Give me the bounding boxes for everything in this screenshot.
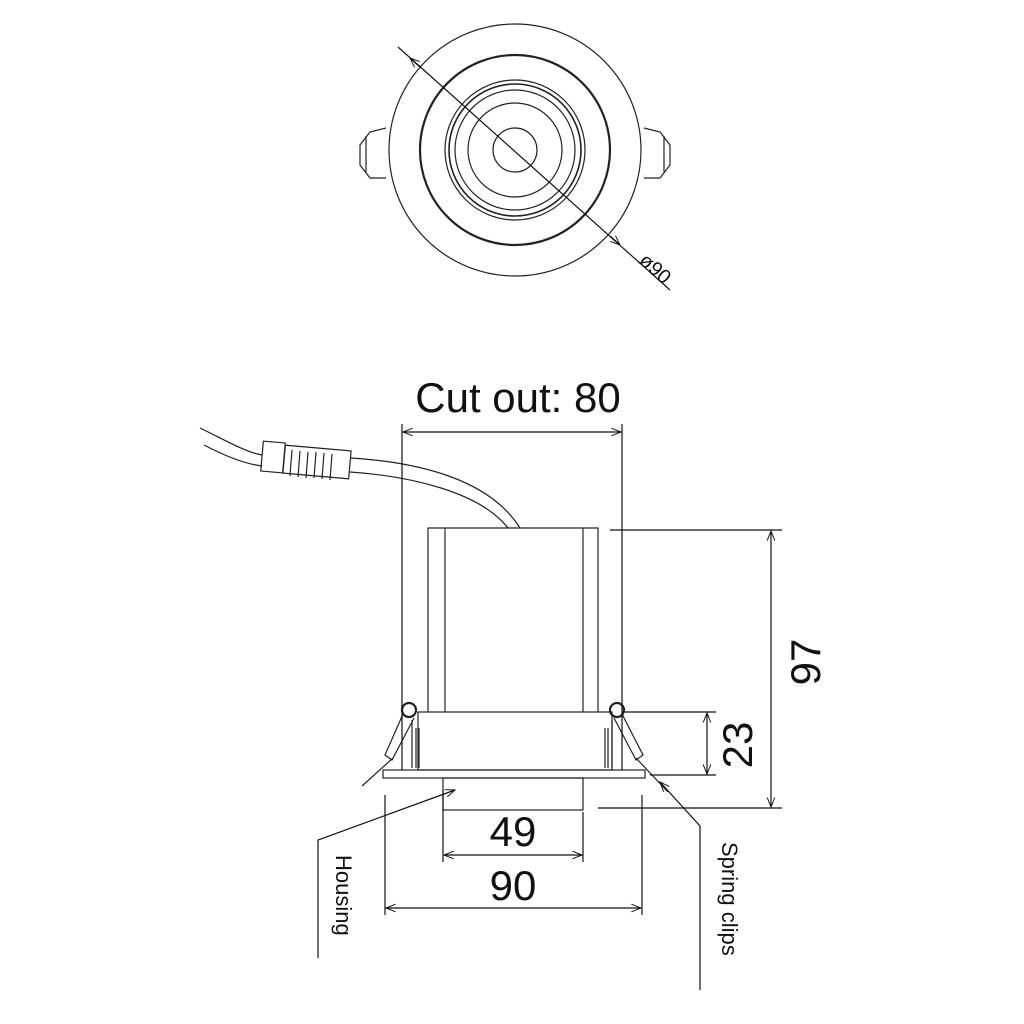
outer-trim-circle (388, 23, 642, 277)
side-view: Cut out: 80 97 23 49 90 Housing Spring c… (199, 374, 829, 990)
housing-callout: Housing (331, 855, 356, 936)
lens-circle (492, 127, 538, 173)
left-clip-tab (359, 127, 387, 179)
spring-clips-callout: Spring clips (717, 842, 742, 956)
housing-leader (317, 790, 455, 958)
right-clip-tab (643, 127, 671, 179)
flange (382, 769, 646, 779)
cutout-label: Cut out: 80 (415, 374, 620, 421)
spring-clips-leader (660, 782, 701, 990)
right-spring-clip (604, 701, 669, 793)
connector (260, 440, 352, 481)
diameter-label: ø90 (635, 249, 675, 288)
left-spring-clip (361, 701, 420, 787)
cable (199, 427, 521, 529)
trim-width-label: 90 (490, 862, 537, 909)
inner-bezel-circle (418, 53, 612, 247)
housing-body (427, 527, 599, 712)
trim-height-label: 23 (714, 722, 761, 769)
top-view: ø90 (359, 23, 675, 291)
housing-width-label: 49 (490, 808, 537, 855)
housing-lower (442, 777, 584, 811)
diameter-dimension-line (397, 46, 671, 291)
height-label: 97 (782, 639, 829, 686)
trim-ring (417, 711, 613, 771)
